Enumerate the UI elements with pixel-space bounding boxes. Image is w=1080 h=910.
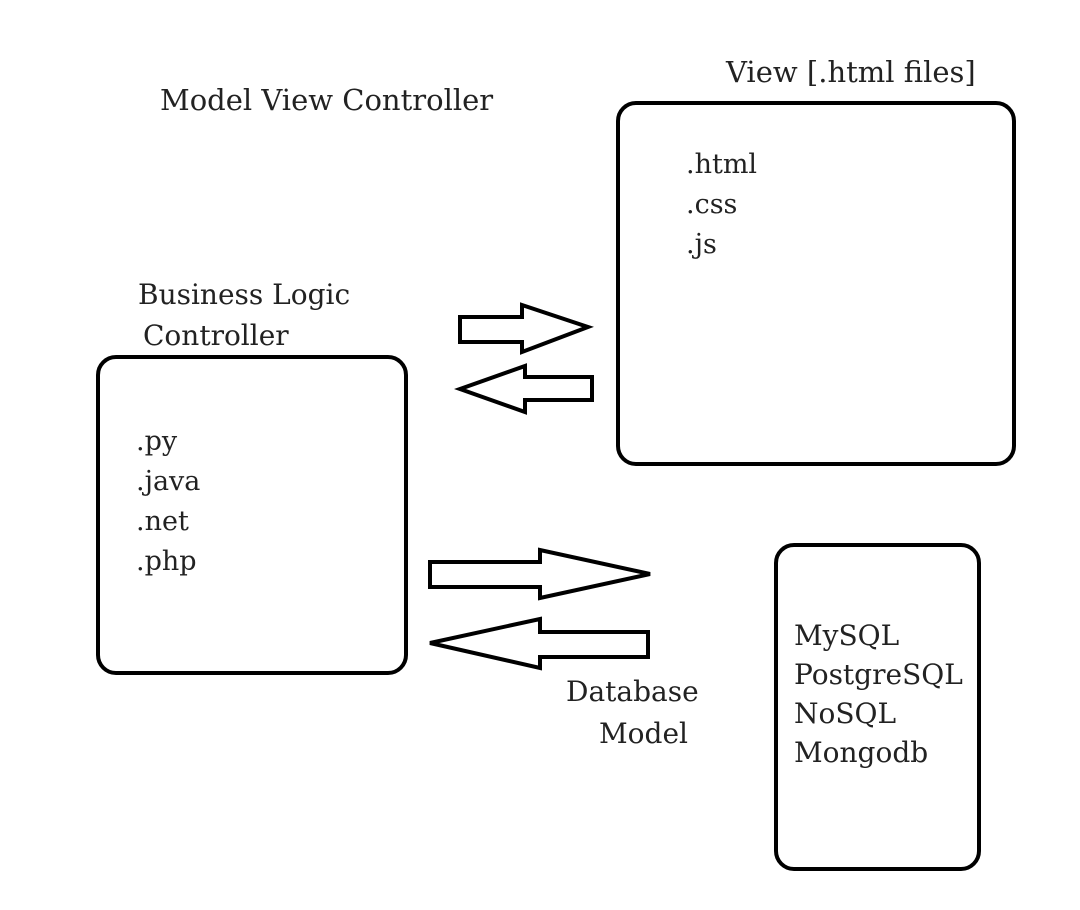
model-label-line2: Model	[599, 717, 688, 750]
view-file-item: .css	[686, 189, 738, 220]
model-to-controller-arrow	[429, 616, 650, 671]
controller-file-item: .java	[136, 466, 201, 497]
view-file-list: .html .css .js	[686, 145, 757, 265]
view-to-controller-arrow	[454, 363, 594, 415]
view-box	[616, 101, 1016, 466]
model-db-item: PostgreSQL	[794, 658, 963, 691]
controller-label-line1: Business Logic	[138, 278, 351, 311]
model-db-list: MySQL PostgreSQL NoSQL Mongodb	[794, 616, 963, 772]
controller-file-item: .net	[136, 506, 189, 537]
model-db-item: MySQL	[794, 619, 900, 652]
diagram-title: Model View Controller	[160, 83, 494, 117]
controller-file-list: .py .java .net .php	[136, 422, 200, 582]
view-label: View [.html files]	[726, 55, 976, 89]
model-db-item: NoSQL	[794, 697, 897, 730]
controller-label-line2: Controller	[143, 319, 289, 352]
controller-to-model-arrow	[428, 547, 651, 601]
model-label-line1: Database	[566, 675, 699, 708]
controller-file-item: .php	[136, 546, 197, 577]
controller-to-view-arrow	[458, 302, 594, 355]
view-file-item: .html	[686, 149, 758, 180]
model-db-item: Mongodb	[794, 736, 929, 769]
controller-box	[96, 355, 408, 675]
view-file-item: .js	[686, 229, 717, 260]
controller-file-item: .py	[136, 426, 178, 457]
model-box	[774, 543, 981, 871]
